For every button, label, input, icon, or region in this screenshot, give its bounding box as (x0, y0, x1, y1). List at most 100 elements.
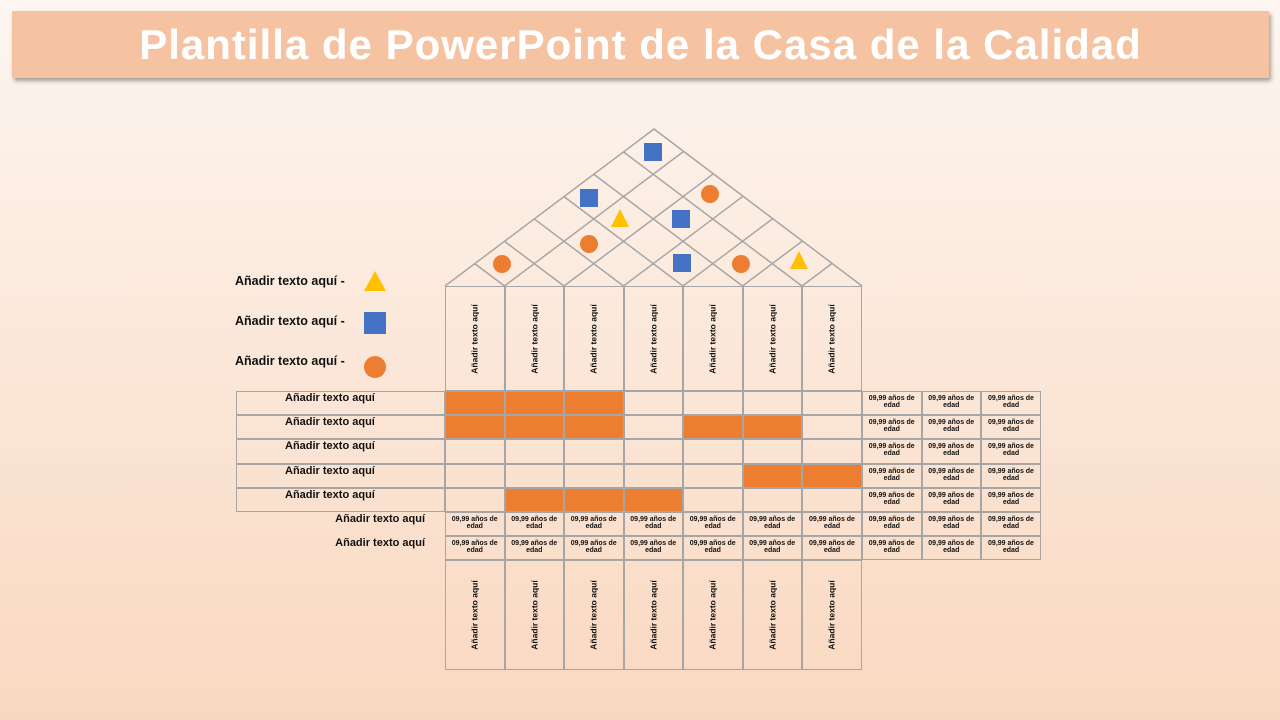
bottom-header-cell: Añadir texto aquí (564, 560, 624, 670)
matrix-cell (862, 487, 922, 512)
bottom-header-cell: Añadir texto aquí (683, 560, 743, 670)
matrix-cell (683, 487, 743, 512)
value-text: 09,99 años de edad (689, 516, 736, 530)
legend-label: Añadir texto aquí - (235, 274, 345, 288)
top-header-cell: Añadir texto aquí (623, 286, 683, 391)
roof-grid-line (563, 196, 684, 287)
matrix-cell (623, 512, 683, 536)
matrix-cell (623, 536, 683, 560)
matrix-cell (921, 391, 981, 416)
matrix-cell (862, 512, 922, 536)
value-text: 09,99 años de edad (928, 443, 975, 458)
value-text: 09,99 años de edad (451, 516, 498, 530)
legend-circle-icon (364, 356, 386, 378)
triangle-symbol-icon (790, 251, 808, 269)
top-header-cell: Añadir texto aquí (683, 286, 743, 391)
value-text: 09,99 años de edad (988, 516, 1034, 530)
roof-outline (444, 128, 863, 287)
row-label: Añadir texto aquí (285, 416, 375, 429)
roof-grid-line (474, 263, 505, 287)
square-symbol-icon (672, 210, 690, 228)
bottom-header-cell: Añadir texto aquí (445, 560, 505, 670)
matrix-cell (921, 439, 981, 464)
bottom-header-cell: Añadir texto aquí (742, 560, 802, 670)
row-label: Añadir texto aquí (285, 488, 375, 501)
matrix-cell (862, 415, 922, 440)
circle-symbol-icon (493, 255, 511, 273)
matrix-cell (981, 391, 1041, 416)
value-text: 09,99 años de edad (749, 516, 796, 530)
value-text: 09,99 años de edad (868, 419, 915, 434)
value-text: 09,99 años de edad (928, 491, 975, 506)
value-text: 09,99 años de edad (928, 395, 975, 410)
legend-label: Añadir texto aquí - (235, 314, 345, 328)
matrix-cell (921, 415, 981, 440)
value-text: 09,99 años de edad (511, 516, 558, 530)
matrix-cell (802, 439, 862, 464)
square-symbol-icon (673, 254, 691, 272)
roof-grid-line (563, 173, 714, 287)
square-symbol-icon (580, 189, 598, 207)
matrix-cell (921, 487, 981, 512)
matrix-cell (623, 391, 683, 416)
matrix-cell-filled (504, 415, 564, 440)
matrix-cell (802, 487, 862, 512)
matrix-cell (921, 463, 981, 488)
row-label-cell (236, 415, 445, 440)
matrix-cell (802, 512, 862, 536)
roof-grid-line (682, 218, 773, 287)
triangle-symbol-icon (611, 209, 629, 227)
roof-grid-line (504, 240, 565, 287)
title-banner: Plantilla de PowerPoint de la Casa de la… (12, 11, 1269, 78)
matrix-cell (742, 439, 802, 464)
matrix-cell (504, 536, 564, 560)
matrix-cell-filled (504, 391, 564, 416)
legend-triangle-icon (364, 271, 386, 291)
matrix-cell (981, 463, 1041, 488)
top-header-cell: Añadir texto aquí (445, 286, 505, 391)
value-text: 09,99 años de edad (451, 540, 498, 554)
value-text: 09,99 años de edad (868, 443, 915, 458)
value-text: 09,99 años de edad (988, 419, 1034, 434)
value-text: 09,99 años de edad (868, 491, 915, 506)
matrix-cell (623, 415, 683, 440)
value-text: 09,99 años de edad (868, 516, 915, 530)
top-header-cell: Añadir texto aquí (564, 286, 624, 391)
value-text: 09,99 años de edad (988, 540, 1034, 554)
matrix-cell (683, 463, 743, 488)
matrix-cell-filled (623, 487, 683, 512)
matrix-cell (742, 487, 802, 512)
legend-square-icon (364, 312, 386, 334)
value-text: 09,99 años de edad (928, 467, 975, 482)
top-header-cell: Añadir texto aquí (742, 286, 802, 391)
matrix-cell (921, 512, 981, 536)
value-text: 09,99 años de edad (630, 540, 677, 554)
matrix-cell-filled (802, 463, 862, 488)
matrix-cell (802, 415, 862, 440)
matrix-cell (921, 536, 981, 560)
matrix-cell-filled (504, 487, 564, 512)
matrix-cell (564, 463, 624, 488)
matrix-cell-filled (445, 415, 505, 440)
bottom-header-cell: Añadir texto aquí (623, 560, 683, 670)
matrix-cell (683, 391, 743, 416)
value-text: 09,99 años de edad (809, 540, 855, 554)
value-text: 09,99 años de edad (511, 540, 558, 554)
matrix-cell (981, 487, 1041, 512)
matrix-cell (802, 536, 862, 560)
matrix-cell (445, 487, 505, 512)
value-text: 09,99 años de edad (988, 467, 1034, 482)
matrix-cell (742, 391, 802, 416)
matrix-cell (564, 512, 624, 536)
matrix-cell-filled (445, 391, 505, 416)
page-title: Plantilla de PowerPoint de la Casa de la… (139, 20, 1142, 68)
row-label-cell (236, 463, 445, 488)
matrix-cell (445, 536, 505, 560)
matrix-cell-filled (683, 415, 743, 440)
matrix-cell-filled (564, 415, 624, 440)
legend-label: Añadir texto aquí - (235, 354, 345, 368)
value-text: 09,99 años de edad (928, 419, 975, 434)
row-label: Añadir texto aquí (285, 392, 375, 404)
matrix-cell (981, 439, 1041, 464)
